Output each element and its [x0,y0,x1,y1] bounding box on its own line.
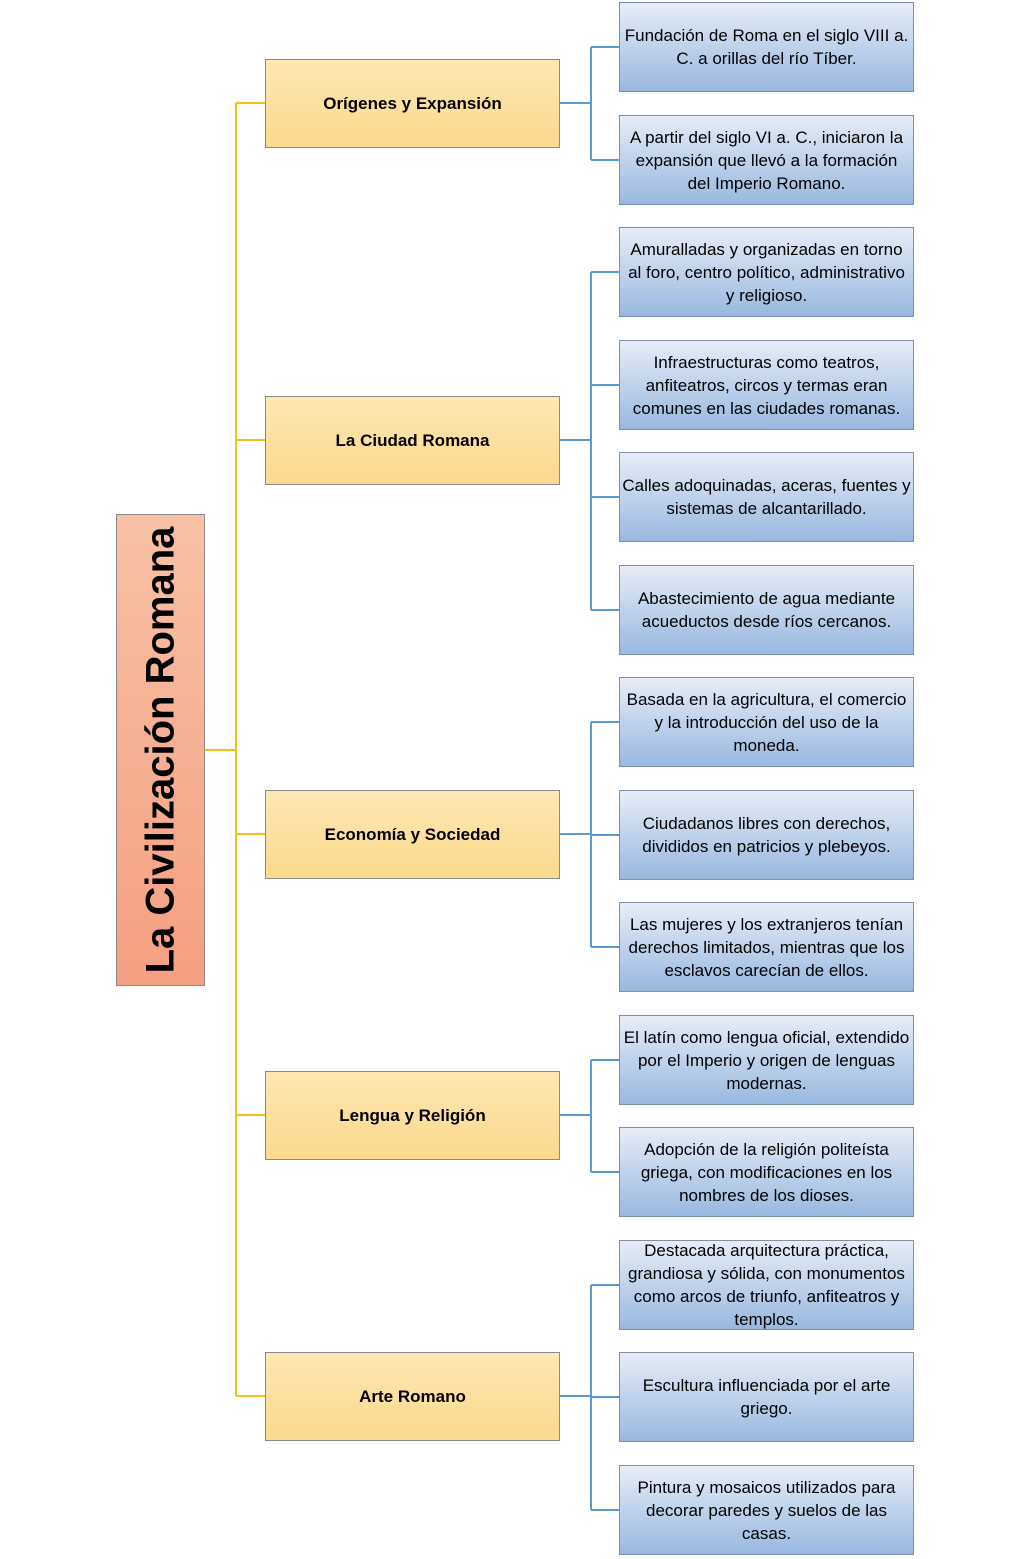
leaf-economia-3: Las mujeres y los extranjeros tenían der… [619,902,914,992]
leaf-economia-2: Ciudadanos libres con derechos, dividido… [619,790,914,880]
leaf-ciudad-4: Abastecimiento de agua mediante acueduct… [619,565,914,655]
leaf-arte-2: Escultura influenciada por el arte grieg… [619,1352,914,1442]
category-arte-romano: Arte Romano [265,1352,560,1441]
leaf-lengua-2: Adopción de la religión politeísta grieg… [619,1127,914,1217]
leaf-economia-1: Basada en la agricultura, el comercio y … [619,677,914,767]
root-title: La Civilización Romana [138,526,182,974]
leaf-ciudad-1: Amuralladas y organizadas en torno al fo… [619,227,914,317]
leaf-origenes-1: Fundación de Roma en el siglo VIII a. C.… [619,2,914,92]
leaf-arte-3: Pintura y mosaicos utilizados para decor… [619,1465,914,1555]
category-origenes-expansion: Orígenes y Expansión [265,59,560,148]
leaf-origenes-2: A partir del siglo VI a. C., iniciaron l… [619,115,914,205]
leaf-arte-1: Destacada arquitectura práctica, grandio… [619,1240,914,1330]
category-economia-sociedad: Economía y Sociedad [265,790,560,879]
leaf-ciudad-2: Infraestructuras como teatros, anfiteatr… [619,340,914,430]
root-node: La Civilización Romana [116,514,205,986]
leaf-ciudad-3: Calles adoquinadas, aceras, fuentes y si… [619,452,914,542]
category-ciudad-romana: La Ciudad Romana [265,396,560,485]
category-lengua-religion: Lengua y Religión [265,1071,560,1160]
leaf-lengua-1: El latín como lengua oficial, extendido … [619,1015,914,1105]
